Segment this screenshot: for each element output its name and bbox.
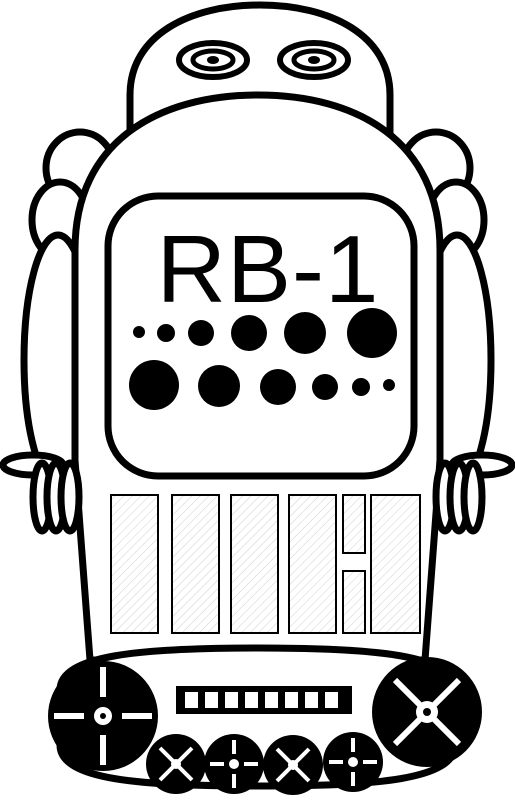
light-top-1 (133, 326, 145, 338)
chest-panels (110, 494, 421, 634)
light-bottom-1 (129, 360, 179, 410)
light-bottom-4 (312, 374, 338, 400)
small-wheel-2 (204, 734, 264, 794)
right-hand (432, 451, 515, 535)
left-large-wheel (48, 661, 158, 771)
small-wheel-1 (146, 734, 206, 794)
indicator-lights (129, 308, 397, 410)
panel-6 (370, 494, 421, 634)
robot-eyes (176, 40, 351, 80)
panel-5a (342, 494, 366, 554)
light-top-2 (157, 324, 175, 342)
light-top-5 (284, 312, 326, 354)
light-bottom-6 (383, 379, 395, 391)
left-hand (0, 451, 83, 535)
light-top-4 (231, 315, 267, 351)
panel-1 (110, 494, 159, 634)
light-bottom-2 (198, 365, 240, 407)
right-large-wheel (372, 657, 482, 767)
panel-3 (230, 494, 279, 634)
small-wheel-3 (263, 735, 323, 795)
track-bar (176, 686, 352, 714)
light-bottom-5 (352, 378, 370, 396)
robot-label: RB-1 (157, 216, 380, 323)
panel-4 (288, 494, 337, 634)
light-top-6 (347, 308, 397, 358)
light-top-3 (188, 320, 214, 346)
panel-2 (171, 494, 220, 634)
light-bottom-3 (260, 369, 296, 405)
small-wheel-4 (323, 732, 383, 792)
panel-5b (342, 570, 366, 634)
